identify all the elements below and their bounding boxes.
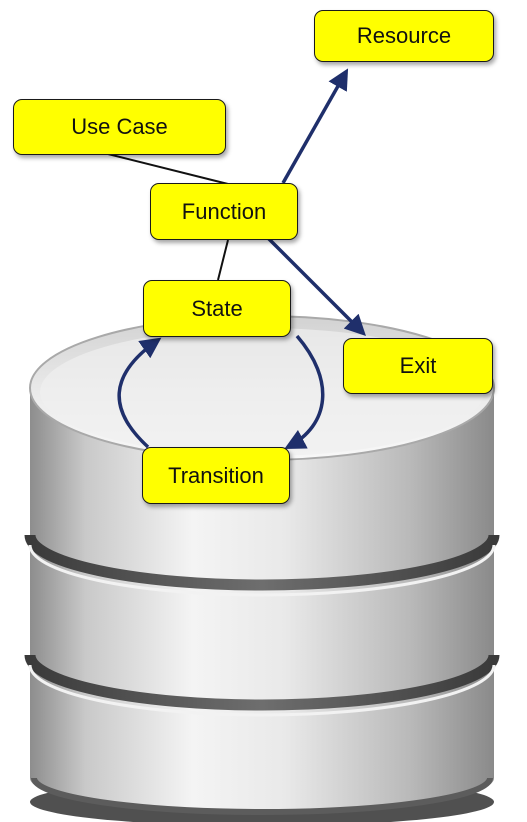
node-function: Function [150, 183, 298, 240]
edge-usecase-function [107, 153, 229, 185]
database-groove-upper-highlight [28, 544, 496, 597]
edge-state-transition [284, 334, 325, 449]
database-bottom-rim [31, 777, 493, 815]
node-state: State [143, 280, 291, 337]
node-resource: Resource [314, 10, 494, 62]
edge-function-exit [266, 236, 366, 336]
node-exit: Exit [343, 338, 493, 394]
database-groove-lower-highlight [28, 664, 496, 717]
connectors [107, 68, 366, 449]
edge-function-resource [281, 68, 349, 184]
edge-function-state [217, 239, 229, 281]
database-groove-lower [24, 654, 500, 711]
node-transition: Transition [142, 447, 290, 504]
edge-transition-state [117, 337, 162, 449]
node-use-case: Use Case [13, 99, 226, 155]
database-groove-upper [24, 534, 500, 591]
